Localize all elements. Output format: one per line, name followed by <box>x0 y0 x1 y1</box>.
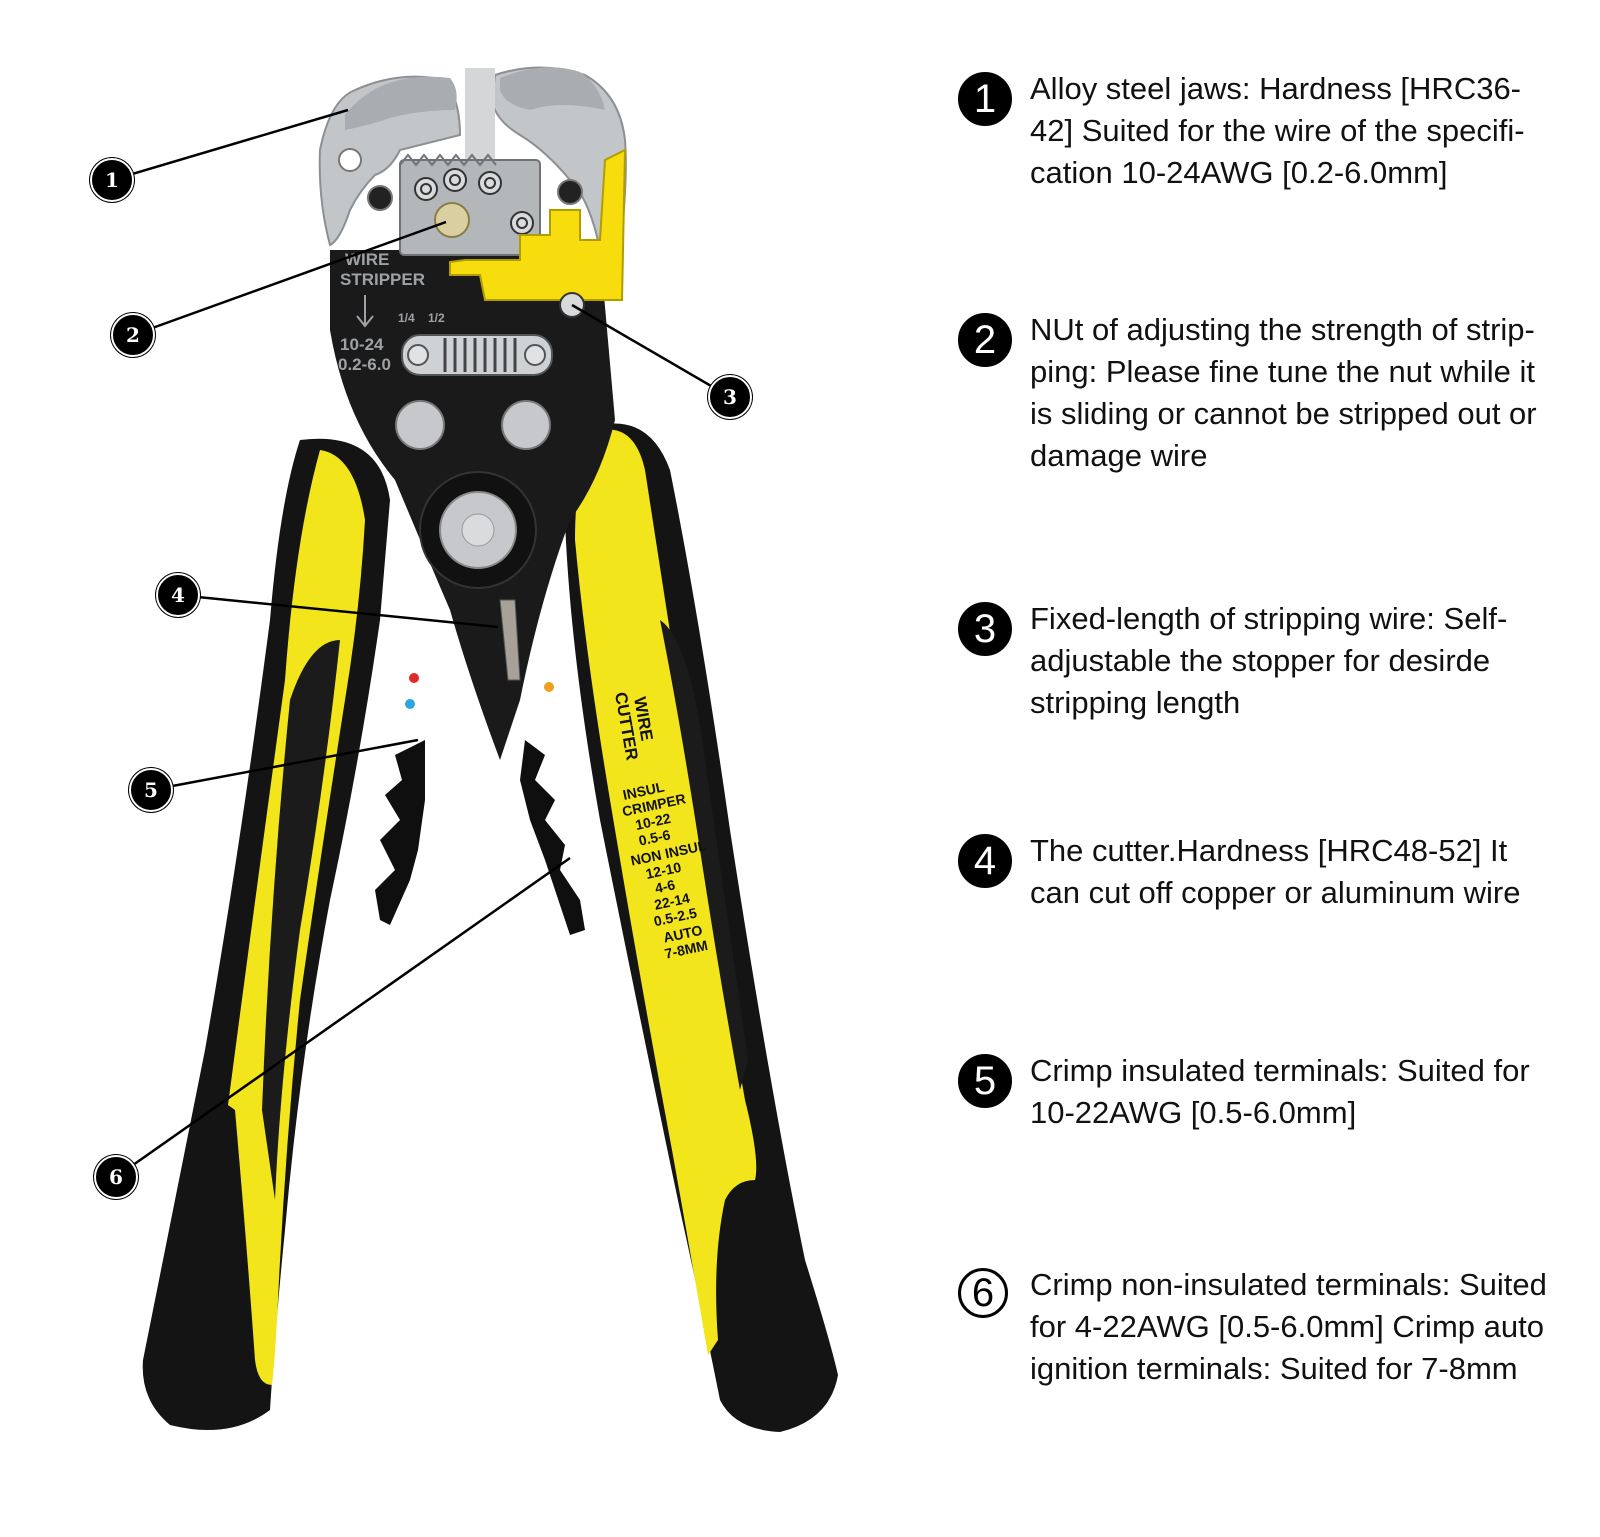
svg-text:1/2: 1/2 <box>428 311 445 325</box>
left-body-rivet <box>395 400 445 450</box>
description-number-6: 6 <box>958 1268 1008 1318</box>
leader-line-6 <box>115 856 571 1179</box>
svg-text:4-6: 4-6 <box>653 876 676 896</box>
spring-left-rivet <box>407 344 429 366</box>
leader-lines <box>111 108 731 1179</box>
main-pivot-center <box>461 513 495 547</box>
right-body-rivet <box>501 400 551 450</box>
blue-indicator-dot <box>405 699 415 709</box>
svg-text:10-22: 10-22 <box>634 810 673 833</box>
svg-text:0.5-6: 0.5-6 <box>637 826 672 848</box>
description-number-2: 2 <box>958 313 1012 367</box>
svg-text:STRIPPER: STRIPPER <box>340 270 425 289</box>
svg-text:22-14: 22-14 <box>653 890 692 913</box>
stripper-teeth <box>399 153 497 167</box>
description-number-4: 4 <box>958 834 1012 888</box>
line: 42] Suited for the wire of the specifi- <box>1030 113 1525 148</box>
svg-text:10-24: 10-24 <box>340 335 384 354</box>
right-crimp-teeth <box>520 740 585 935</box>
left-jaw-upper-face <box>345 76 457 130</box>
callout-1: 1 <box>90 158 134 202</box>
leader-line-2 <box>132 220 447 337</box>
line: for 4-22AWG [0.5-6.0mm] Crimp auto <box>1030 1309 1544 1344</box>
leader-line-1 <box>111 108 349 182</box>
line: is sliding or cannot be stripped out or <box>1030 396 1537 431</box>
left-crimp-teeth <box>375 740 425 925</box>
callout-6: 6 <box>94 1155 138 1199</box>
cutter-blade <box>499 599 521 681</box>
description-text-6: Crimp non-insulated terminals: Suited fo… <box>1030 1264 1595 1390</box>
crimper-stamp: INSUL CRIMPER 10-22 0.5-6 NON INSUL 12-1… <box>621 778 709 961</box>
right-pivot-hole <box>557 179 583 205</box>
right-jaw-upper-face <box>500 67 605 110</box>
svg-text:0.2-6.0: 0.2-6.0 <box>338 355 391 374</box>
line: adjustable the stopper for desirde <box>1030 643 1491 678</box>
callout-2: 2 <box>111 313 155 357</box>
description-text-1: Alloy steel jaws: Hardness [HRC36- 42] S… <box>1030 68 1595 194</box>
left-jaw-hole <box>338 148 362 172</box>
line: cation 10-24AWG [0.2-6.0mm] <box>1030 155 1448 190</box>
line: 10-22AWG [0.5-6.0mm] <box>1030 1095 1357 1130</box>
stripper-arrow <box>356 295 374 328</box>
line: can cut off copper or aluminum wire <box>1030 875 1521 910</box>
line: ignition terminals: Suited for 7-8mm <box>1030 1351 1518 1386</box>
left-pivot-hole <box>367 185 393 211</box>
description-number-5: 5 <box>958 1054 1012 1108</box>
description-text-3: Fixed-length of stripping wire: Self- ad… <box>1030 598 1595 724</box>
svg-text:WIRE: WIRE <box>345 250 389 269</box>
svg-text:12-10: 12-10 <box>644 859 683 882</box>
line: The cutter.Hardness [HRC48-52] It <box>1030 833 1508 868</box>
leader-line-4 <box>177 593 499 629</box>
description-number-3: 3 <box>958 602 1012 656</box>
description-text-4: The cutter.Hardness [HRC48-52] It can cu… <box>1030 830 1595 914</box>
blade-screws <box>414 168 534 235</box>
red-indicator-dot <box>409 673 419 683</box>
line: Crimp non-insulated terminals: Suited <box>1030 1267 1547 1302</box>
line: stripping length <box>1030 685 1241 720</box>
line: Alloy steel jaws: Hardness [HRC36- <box>1030 71 1522 106</box>
leader-line-3 <box>571 303 731 399</box>
svg-text:1/4: 1/4 <box>398 311 415 325</box>
description-text-5: Crimp insulated terminals: Suited for 10… <box>1030 1050 1595 1134</box>
line: damage wire <box>1030 438 1208 473</box>
yellow-stopper <box>449 148 627 301</box>
adjusting-nut <box>434 202 470 238</box>
blade-screw-sockets <box>420 174 528 229</box>
line: Crimp insulated terminals: Suited for <box>1030 1053 1530 1088</box>
wire-stripper-illustration: WIRE STRIPPER 10-24 0.2-6.0 1/4 1/2 WIRE… <box>111 66 838 1432</box>
right-handle-yellow-grip <box>575 429 757 1355</box>
spring-coils <box>443 338 517 372</box>
line: Fixed-length of stripping wire: Self- <box>1030 601 1508 636</box>
line: NUt of adjusting the strength of strip- <box>1030 312 1535 347</box>
right-handle-inner-strip <box>660 620 748 1090</box>
spring-right-rivet <box>524 344 546 366</box>
orange-indicator-dot <box>544 682 554 692</box>
description-number-1: 1 <box>958 72 1012 126</box>
callout-3: 3 <box>708 375 752 419</box>
line: ping: Please fine tune the nut while it <box>1030 354 1535 389</box>
leader-line-5 <box>150 738 419 792</box>
callout-4: 4 <box>156 573 200 617</box>
description-text-2: NUt of adjusting the strength of strip- … <box>1030 309 1595 477</box>
callout-5: 5 <box>129 768 173 812</box>
